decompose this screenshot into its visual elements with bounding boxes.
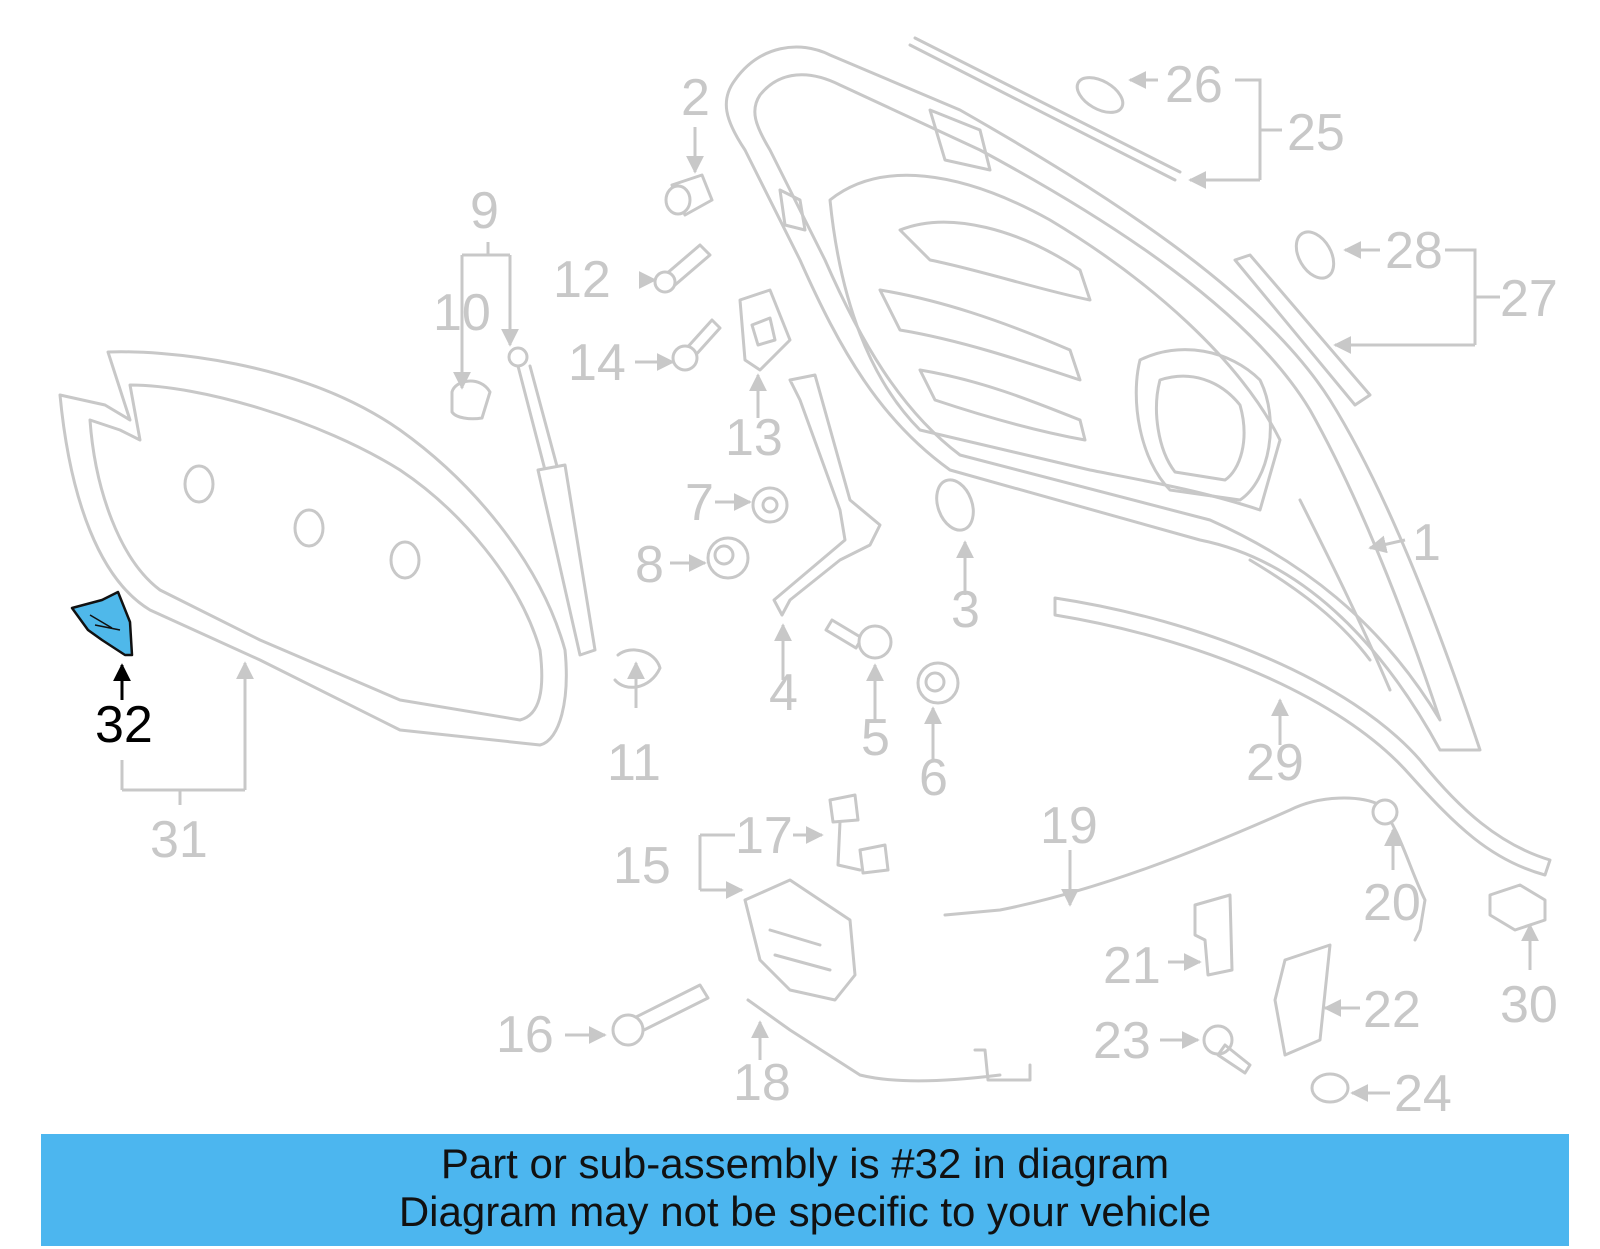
part-27-seal [1233,230,1372,407]
part-24-clip [1310,1072,1350,1104]
part-2-bumper [664,173,714,217]
part-29-seal [1053,596,1552,877]
part-18-cable [746,998,1032,1083]
part-13-bracket [738,288,792,372]
part-19-cable [943,796,1427,942]
part-12-stud [653,243,712,294]
callout-labels: 1 2 3 4 5 6 7 8 9 10 11 12 13 14 15 16 1… [95,56,1558,1123]
callout-11: 11 [607,734,661,792]
callout-7: 7 [685,474,714,532]
part-17-switch [828,793,890,875]
part-25-seal [908,36,1182,182]
part-9-strut [507,346,597,657]
callout-3: 3 [951,581,980,639]
callout-14: 14 [568,334,626,392]
part-5-bolt [824,618,893,660]
part-30-bumper [1488,883,1547,932]
callout-30: 30 [1500,976,1558,1034]
part-14-bolt [671,318,722,372]
part-21-bracket [1193,893,1234,977]
callout-20: 20 [1363,874,1421,932]
callout-25: 25 [1287,104,1345,162]
callout-22: 22 [1363,981,1421,1039]
part-22-bracket [1273,943,1332,1057]
part-15-latch [743,878,857,1002]
hood-panel [724,45,1482,752]
callout-1: 1 [1412,514,1441,572]
part-16-bolt [611,983,710,1047]
part-3-grommet [935,478,975,532]
part-32-highlighted[interactable] [70,590,134,700]
callout-19: 19 [1040,797,1098,855]
callout-12: 12 [553,251,611,309]
leader-lines [120,71,1539,1102]
callout-24: 24 [1394,1065,1452,1123]
callout-9: 9 [470,182,499,240]
part-11-clip [613,648,662,689]
part-23-bolt [1202,1024,1252,1075]
callout-31: 31 [150,811,208,869]
callout-10: 10 [433,284,491,342]
callout-17: 17 [735,807,793,865]
part-8-nut [706,536,750,580]
callout-26: 26 [1165,56,1223,114]
part-4-hinge [772,373,882,617]
part-10-clip [450,379,492,421]
callout-29: 29 [1246,734,1304,792]
callout-2: 2 [681,69,710,127]
callout-28: 28 [1385,222,1443,280]
callout-15: 15 [613,837,671,895]
callout-13: 13 [725,409,783,467]
callout-4: 4 [769,664,798,722]
callout-18: 18 [733,1054,791,1112]
part-6-nut [916,661,960,705]
callout-6: 6 [919,749,948,807]
callout-21: 21 [1103,937,1161,995]
part-31-insulator [58,350,568,747]
callout-32[interactable]: 32 [95,696,153,754]
banner-line-1: Part or sub-assembly is #32 in diagram [440,1140,1170,1187]
callout-5: 5 [861,709,890,767]
info-banner: Part or sub-assembly is #32 in diagram D… [41,1134,1569,1246]
callout-8: 8 [635,536,664,594]
callout-23: 23 [1093,1012,1151,1070]
banner-line-2: Diagram may not be specific to your vehi… [398,1188,1212,1235]
callout-16: 16 [496,1006,554,1064]
part-7-nut [751,486,789,524]
callout-27: 27 [1500,270,1558,328]
